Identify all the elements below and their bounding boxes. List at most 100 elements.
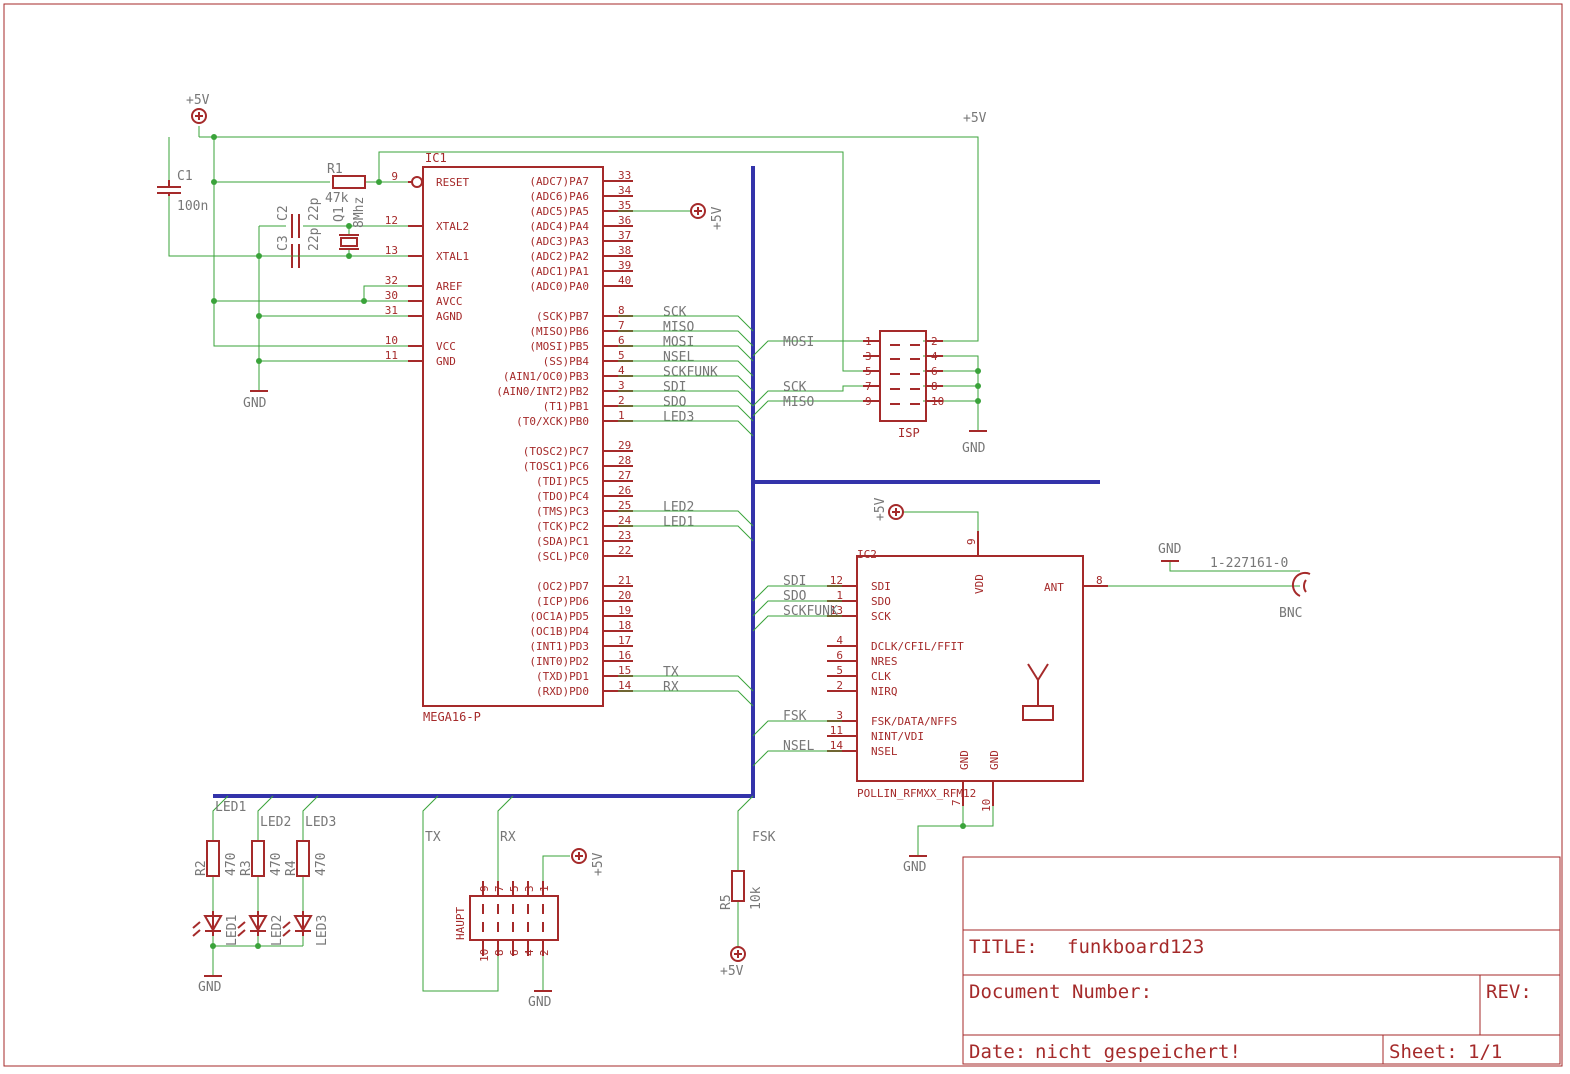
title-label: TITLE: <box>969 936 1038 958</box>
ic1-pin-num: 1 <box>618 409 625 422</box>
ic1-pin-label: (ADC3)PA3 <box>529 235 589 248</box>
date-value: nicht gespeichert! <box>1035 1041 1241 1063</box>
ic1-pin-label: (AIN0/INT2)PB2 <box>496 385 589 398</box>
ic1-pin-num: 23 <box>618 529 631 542</box>
bus-lines <box>213 166 1100 798</box>
ic1-pin-num: 29 <box>618 439 631 452</box>
r5-resistor: R5 10k <box>719 870 764 910</box>
led2-diode: LED2 <box>237 911 285 946</box>
sheet-frame <box>3 3 1563 1067</box>
document-number-label: Document Number: <box>969 981 1152 1003</box>
ic1-pin-num: 30 <box>385 289 398 302</box>
sheet-value: 1/1 <box>1468 1041 1502 1063</box>
ic1-pin-num: 17 <box>618 634 631 647</box>
ic1-pin-num: 27 <box>618 469 631 482</box>
haupt-pin-1: 1 <box>538 885 551 892</box>
haupt-connector: 9 7 5 3 1 10 8 6 4 2 HAUPT <box>454 881 559 962</box>
ic1-pin-label: AVCC <box>436 295 463 308</box>
ic1-pin-label: (T1)PB1 <box>543 400 589 413</box>
r2-value: 470 <box>224 853 239 876</box>
isp-pin-5: 5 <box>865 365 872 378</box>
ic2-ant-pin: 8 <box>1096 574 1103 587</box>
ic2-pin-num: 1 <box>836 589 843 602</box>
r3-name: R3 <box>239 860 254 876</box>
ic1-pin-label: (T0/XCK)PB0 <box>516 415 589 428</box>
ic1-pin-label: (TCK)PC2 <box>536 520 589 533</box>
r5-value: 10k <box>749 886 764 910</box>
gnd-symbol: GND <box>903 855 927 875</box>
c1-name: C1 <box>177 169 193 184</box>
r5-name: R5 <box>719 894 734 910</box>
isp-net-miso: MISO <box>783 395 814 410</box>
ic2-name: IC2 <box>857 548 877 561</box>
vcc-symbol: +5V <box>720 946 746 979</box>
ic1-pin-label: AGND <box>436 310 463 323</box>
bnc-name: BNC <box>1279 606 1302 621</box>
ic1-pin-num: 20 <box>618 589 631 602</box>
led1-diode: LED1 <box>192 911 240 946</box>
ic2-pin-num: 12 <box>830 574 843 587</box>
ic1-name: IC1 <box>425 151 447 165</box>
ic1-pin-label: RESET <box>436 176 469 189</box>
ic1-pin-label: (ADC4)PA4 <box>529 220 589 233</box>
ic1-pin-label: (AIN1/OC0)PB3 <box>503 370 589 383</box>
ic1-pin-label: (TOSC1)PC6 <box>523 460 589 473</box>
vcc-label-1: +5V <box>186 93 210 108</box>
isp-pin-8: 8 <box>931 380 938 393</box>
ic1-pin-num: 19 <box>618 604 631 617</box>
led3-diode: LED3 <box>282 911 330 946</box>
ic1-pin-label: (TDI)PC5 <box>536 475 589 488</box>
ic1-pin-label: XTAL1 <box>436 250 469 263</box>
ic1-pin-label: (OC2)PD7 <box>536 580 589 593</box>
ic2-gnd-pin-10: 10 <box>980 799 993 812</box>
ic1-pin-num: 4 <box>618 364 625 377</box>
ic2-pin-label: FSK/DATA/NFFS <box>871 715 957 728</box>
ic2-gnd1-label: GND <box>958 750 971 770</box>
ic1-pin-num: 15 <box>618 664 631 677</box>
ic1-pin-label: (ADC6)PA6 <box>529 190 589 203</box>
ic2-gnd2-label: GND <box>988 750 1001 770</box>
net-label-sdo: SDO <box>783 589 807 604</box>
r2-name: R2 <box>194 860 209 876</box>
c3-name: C3 <box>276 235 291 251</box>
vcc-label-2: +5V <box>963 111 987 126</box>
ic2-pin-num: 6 <box>836 649 843 662</box>
ic1-pin-label: (ADC2)PA2 <box>529 250 589 263</box>
ic1-pin-num: 6 <box>618 334 625 347</box>
title-block: TITLE: funkboard123 Document Number: REV… <box>962 856 1561 1065</box>
vcc-label-4: +5V <box>873 497 888 521</box>
vcc-symbol: +5V <box>690 203 725 230</box>
led1-name: LED1 <box>225 915 240 946</box>
r4-resistor: R4 470 <box>284 840 329 877</box>
ic2-gnd-pin-7: 7 <box>950 799 963 806</box>
haupt-pin-3: 3 <box>523 885 536 892</box>
vcc-symbol: +5V <box>873 497 904 521</box>
ic1-net-label: MISO <box>663 320 694 335</box>
c3-capacitor: C3 22p <box>259 227 408 268</box>
vcc-label-3: +5V <box>710 206 725 230</box>
gnd-label-6: GND <box>528 995 552 1010</box>
ic2-pin-label: NRES <box>871 655 898 668</box>
gnd-label-4: GND <box>903 860 927 875</box>
vcc-symbol: +5V <box>963 111 987 126</box>
ic1-net-label: NSEL <box>663 350 694 365</box>
ic1-pin-num: 24 <box>618 514 632 527</box>
isp-pin-4: 4 <box>931 350 938 363</box>
haupt-pin-6: 6 <box>508 949 521 956</box>
ic1-pin-num: 21 <box>618 574 631 587</box>
ic1-pin-label: AREF <box>436 280 463 293</box>
ic1-pin-label: (RXD)PD0 <box>536 685 589 698</box>
gnd-symbol: GND <box>1158 542 1182 562</box>
ic1-pin-label: (INT0)PD2 <box>529 655 589 668</box>
ic2-vdd-label: VDD <box>973 574 986 594</box>
ic1-pin-label: XTAL2 <box>436 220 469 233</box>
isp-net-mosi: MOSI <box>783 335 814 350</box>
net-label-nsel: NSEL <box>783 739 814 754</box>
isp-name: ISP <box>898 426 920 440</box>
haupt-pin-8: 8 <box>493 949 506 956</box>
